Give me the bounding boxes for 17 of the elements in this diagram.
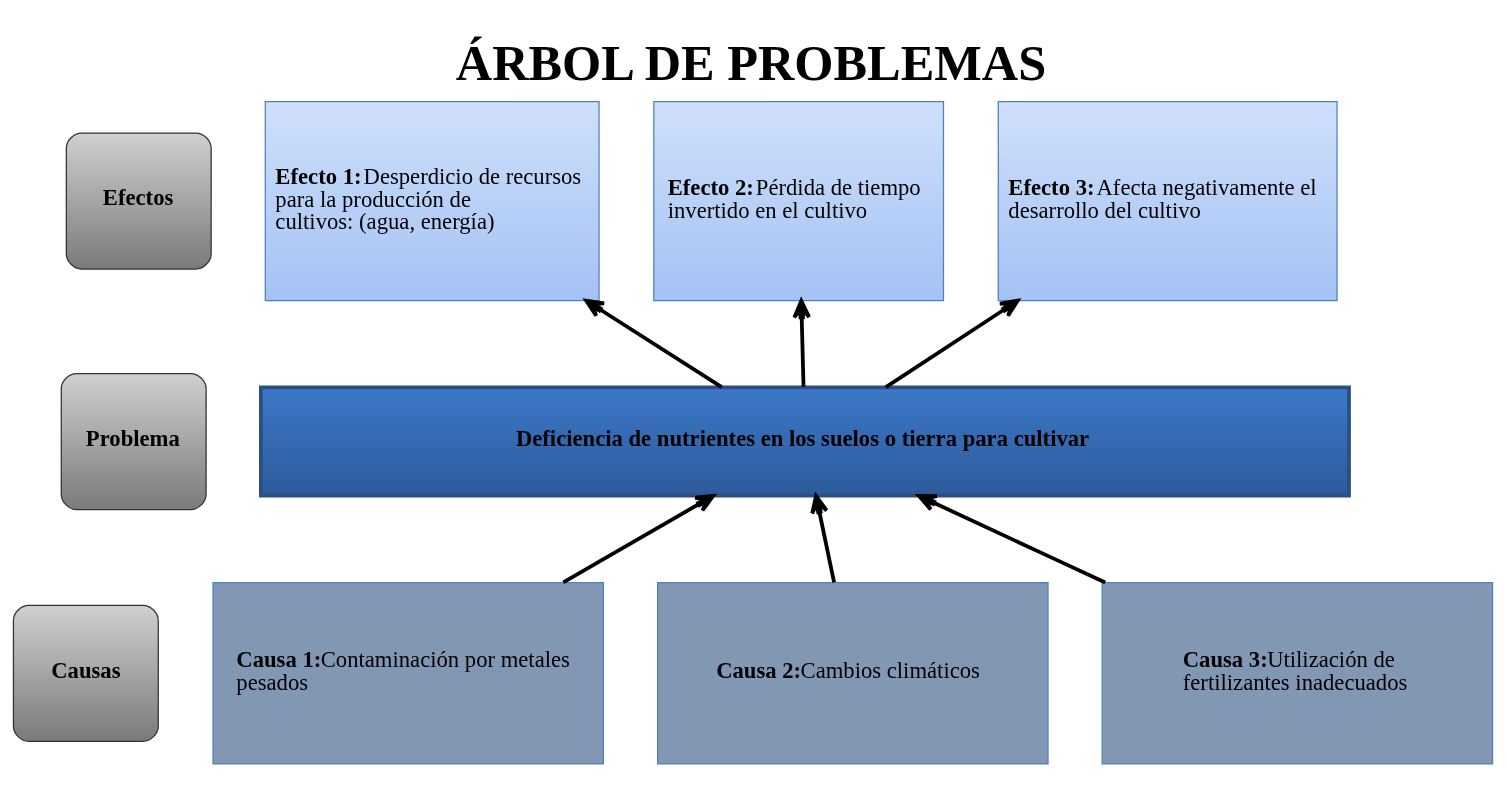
node-box: Efecto 2:Pérdida de tiempo invertido en el cultivo bbox=[653, 100, 945, 302]
diagram-title: ÁRBOL DE PROBLEMAS bbox=[455, 35, 1047, 92]
node-box: Causas bbox=[12, 604, 159, 742]
node-box: Efectos bbox=[65, 132, 212, 270]
node-box: Problema bbox=[60, 372, 207, 511]
node-box: Causa 2:Cambios climáticos bbox=[656, 582, 1049, 765]
node-box: Efecto 3:Afecta negativamente el desarrollo del cultivo bbox=[997, 100, 1338, 302]
arrow bbox=[810, 494, 836, 583]
arrow bbox=[584, 298, 723, 389]
arrow bbox=[792, 299, 811, 387]
arrow bbox=[562, 494, 715, 585]
node-box: Efecto 1:Desperdicio de recursos para la producción de cultivos: (agua, energía) bbox=[264, 100, 600, 302]
arrow bbox=[917, 493, 1107, 585]
node-box: Deficiencia de nutrientes en los suelos o tierra para cultivar bbox=[259, 385, 1351, 498]
arrow bbox=[884, 298, 1020, 389]
node-box: Causa 1:Contaminación por metales pesados bbox=[212, 582, 605, 765]
node-box: Causa 3:Utilización de fertilizantes inadecuados bbox=[1101, 582, 1494, 765]
